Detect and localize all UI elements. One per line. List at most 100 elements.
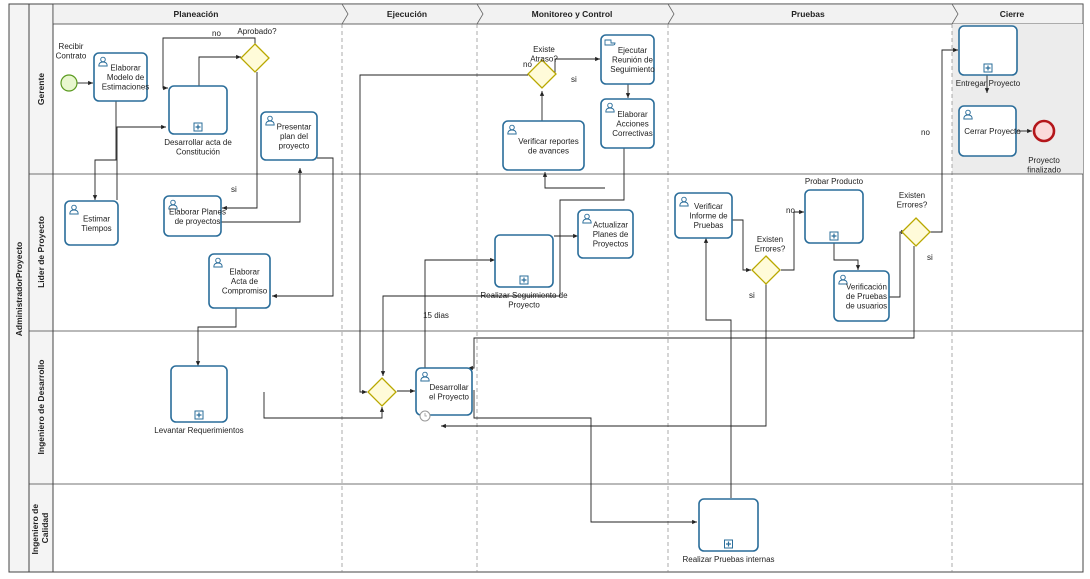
task-label-realizar-pruebas-internas-line: Realizar Pruebas internas — [682, 555, 774, 564]
gateway-label-line: Existen — [757, 235, 783, 244]
phase-label-cierre: Cierre — [1000, 9, 1025, 19]
task-label-levantar-requerimientos: Levantar Requerimientos — [154, 426, 243, 435]
lanes: Gerente Lider de Proyecto Ingeniero de D… — [29, 73, 1083, 555]
task-label-actualizar-planes-line: Proyectos — [593, 240, 629, 249]
gateway-label-line: Atraso? — [530, 55, 558, 64]
lane-label-ingcal-line2: Calidad — [40, 513, 50, 544]
task-label-desarrollar-proyecto-line: Desarrollar — [429, 383, 468, 392]
task-levantar-requerimientos[interactable]: Levantar Requerimientos — [154, 365, 244, 435]
task-label-verificar-reportes-line: Verificar reportes — [518, 137, 578, 146]
task-label-verificar-reportes-line: de avances — [528, 146, 569, 155]
event-label-line: Contrato — [56, 52, 87, 61]
phase-separators — [341, 24, 953, 572]
task-label-presentar-plan-line: plan del — [280, 132, 308, 141]
gateway-label-line: Existe — [533, 45, 555, 54]
gateway-label-line: Existen — [899, 191, 925, 200]
event-timer[interactable]: 15 dias — [419, 311, 449, 422]
task-cerrar-proyecto[interactable]: Cerrar Proyecto — [958, 105, 1021, 157]
task-label-ejecutar-reunion-line: Seguimiento — [610, 65, 655, 74]
task-label-elaborar-modelo-line: Modelo de — [107, 73, 145, 82]
task-label-elaborar-acta-compromiso-line: Compromiso — [222, 287, 268, 296]
event-label-line: finalizado — [1027, 166, 1061, 175]
flow-label-errores1-si: si — [749, 291, 755, 300]
task-label-estimar-tiempos-line: Tiempos — [81, 224, 111, 233]
lane-label-ingcal-line1: Ingeniero de — [30, 504, 40, 555]
task-label-verificacion-pruebas-line: de Pruebas — [846, 292, 887, 301]
flow-labels: no si no si no si no si — [212, 29, 933, 300]
task-label-elaborar-modelo-line: Elaborar — [110, 64, 141, 73]
gateway-label-line: Errores? — [897, 201, 928, 210]
task-label-elaborar-acciones-line: Correctivas — [612, 129, 652, 138]
subprocess-marker-icon — [519, 275, 529, 285]
flow-label-errores1-no: no — [786, 206, 795, 215]
task-label-desarrollar-proyecto-line: el Proyecto — [429, 392, 470, 401]
task-entregar-proyecto[interactable]: Entregar Proyecto — [956, 25, 1021, 88]
task-realizar-pruebas-internas[interactable]: Realizar Pruebas internas — [682, 498, 775, 564]
manual-task-icon — [604, 39, 616, 46]
subprocess-marker-icon — [829, 231, 839, 241]
flow-label-errores2-no: no — [921, 128, 930, 137]
task-label-elaborar-planes-line: Elaborar Planes — [169, 207, 226, 216]
task-label-elaborar-acta-compromiso-line: Elaborar — [229, 268, 260, 277]
flow-label-aprobado-si: si — [231, 185, 237, 194]
phase-label-ejecucion: Ejecución — [387, 9, 427, 19]
task-label-entregar-proyecto: Entregar Proyecto — [956, 79, 1021, 88]
phase-label-planeacion: Planeación — [174, 9, 219, 19]
subprocess-marker-icon — [193, 122, 203, 132]
task-label-elaborar-acta-compromiso-line: Acta de — [231, 277, 259, 286]
task-probar-producto[interactable]: Probar Producto — [804, 177, 864, 244]
task-label-elaborar-acciones-line: Elaborar — [617, 110, 648, 119]
event-label-line: Recibir — [59, 42, 84, 51]
flow-label-aprobado-no: no — [212, 29, 221, 38]
task-label-elaborar-planes-line: de proyectos — [175, 217, 221, 226]
task-label-estimar-tiempos-line: Estimar — [83, 214, 110, 223]
task-label-realizar-seguimiento-line: Realizar Seguimiento de — [480, 291, 568, 300]
task-label-actualizar-planes-line: Actualizar — [593, 221, 628, 230]
task-label-actualizar-planes-line: Planes de — [593, 230, 629, 239]
gateway-aprobado[interactable]: Aprobado? — [237, 27, 277, 73]
phase-label-monitoreo: Monitoreo y Control — [532, 9, 613, 19]
flow-label-atraso-no: no — [523, 60, 532, 69]
task-label-desarrollar-acta-line: Desarrollar acta de — [164, 138, 232, 147]
task-label-verificacion-pruebas-line: Verificación — [846, 283, 887, 292]
subprocess-marker-icon — [194, 410, 204, 420]
phase-headers: Planeación Ejecución Monitoreo y Control… — [52, 3, 1084, 25]
pool-name: AdministradorProyecto — [14, 242, 24, 336]
gateway-label-line: Aprobado? — [237, 27, 277, 36]
gateway-merge-ejecucion[interactable] — [367, 377, 397, 407]
